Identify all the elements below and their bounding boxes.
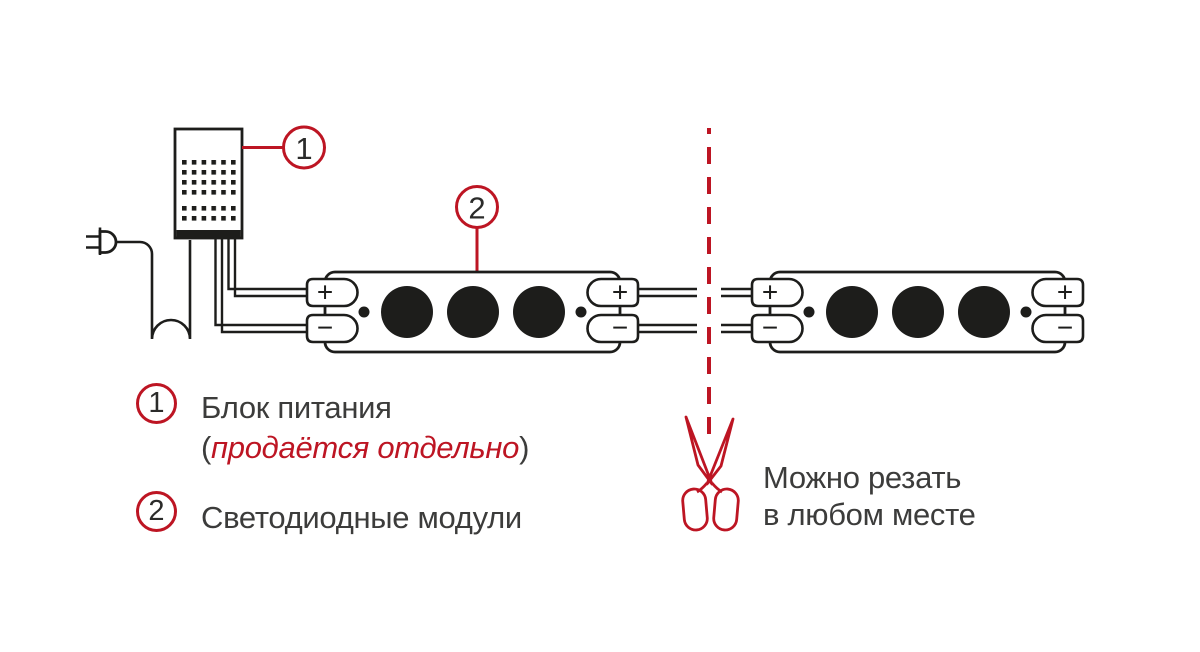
plus-terminal-label: + [762,277,778,308]
terminal-tab-left-minus [305,313,359,344]
inter-module-wires [636,287,756,334]
power-plug-icon [86,227,118,255]
callout-1-number: 1 [295,131,312,166]
pcb-dot-left [358,306,370,318]
legend-note-sold-separately: (продаётся отдельно) [201,429,529,466]
cut-note-line1: Можно резать [763,460,962,495]
minus-terminal-label: − [1057,312,1073,343]
cut-note-line2: в любом месте [763,497,976,532]
legend-label-power-supply: Блок питания [201,390,392,425]
led-circle [447,286,499,338]
callout-2: 2 [455,185,499,271]
plus-terminal-label: + [1057,277,1073,308]
terminal-tab-left-plus [750,277,804,308]
led-circle [513,286,565,338]
plus-terminal-label: + [612,277,628,308]
psu-vent-grid-bottom [182,206,236,223]
minus-terminal-label: − [762,312,778,343]
terminal-tab-left-minus [750,313,804,344]
pcb-dot-right [575,306,587,318]
legend-badge-1: 1 [136,383,177,424]
note-open-paren: ( [201,430,212,465]
psu-vent-grid-top [182,160,236,197]
legend-badge-1-number: 1 [148,387,165,419]
led-circle [892,286,944,338]
plus-terminal-label: + [317,277,333,308]
plug-prongs [86,235,100,249]
power-supply-unit [173,127,244,240]
terminal-tab-left-plus [305,277,359,308]
scissors-handle-left [681,487,709,532]
terminal-tab-right-plus [586,277,640,308]
led-module-2: + − + − [750,270,1085,354]
led-module-1: + − + − [305,270,640,354]
callout-2-number: 2 [468,191,485,226]
legend-badge-2: 2 [136,491,177,532]
callout-1: 1 [242,125,326,170]
led-circle [826,286,878,338]
plug-body [98,230,118,254]
psu-output-wires [214,239,310,334]
minus-terminal-label: − [612,312,628,343]
minus-terminal-label: − [317,312,333,343]
legend-badge-2-number: 2 [148,495,165,527]
note-close-paren: ) [519,430,530,465]
psu-terminal-bar [176,230,241,238]
callout-1-circle [282,125,326,170]
callout-2-circle [455,185,499,229]
pcb-dot-right [1020,306,1032,318]
scissors-blade-right [705,417,735,486]
led-circle [381,286,433,338]
scissors-icon [681,415,740,532]
scissors-blade-left [684,415,714,486]
scissors-handle-right [712,487,740,532]
power-cord [116,240,192,340]
terminal-tab-right-plus [1031,277,1085,308]
note-red-text: продаётся отдельно [211,430,520,465]
pcb-dot-left [803,306,815,318]
terminal-tab-right-minus [1031,313,1085,344]
led-circle [958,286,1010,338]
terminal-tab-right-minus [586,313,640,344]
legend-label-led-modules: Светодиодные модули [201,500,522,535]
